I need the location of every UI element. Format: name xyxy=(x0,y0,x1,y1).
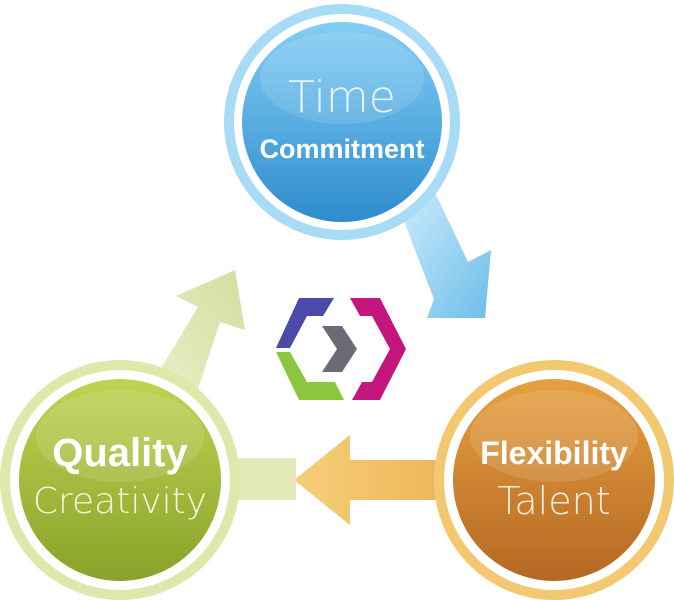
arrow-quality-to-time xyxy=(155,270,245,395)
node-time-line2: Commitment xyxy=(259,134,424,164)
node-time: Time Commitment xyxy=(224,4,460,240)
node-flexibility-line2: Talent xyxy=(497,479,610,523)
node-time-line1: Time xyxy=(288,72,396,123)
node-flexibility-line1: Flexibility xyxy=(480,435,628,471)
arrow-flexibility-to-quality xyxy=(294,435,442,525)
arrow-time-to-flexibility xyxy=(398,186,491,318)
node-quality: Quality Creativity xyxy=(0,360,240,600)
arrow-tail-green xyxy=(238,458,296,500)
node-quality-line2: Creativity xyxy=(33,481,207,522)
node-flexibility: Flexibility Talent xyxy=(434,360,674,600)
hexagon-chevron-logo-icon xyxy=(276,298,406,400)
node-quality-line1: Quality xyxy=(52,431,188,475)
